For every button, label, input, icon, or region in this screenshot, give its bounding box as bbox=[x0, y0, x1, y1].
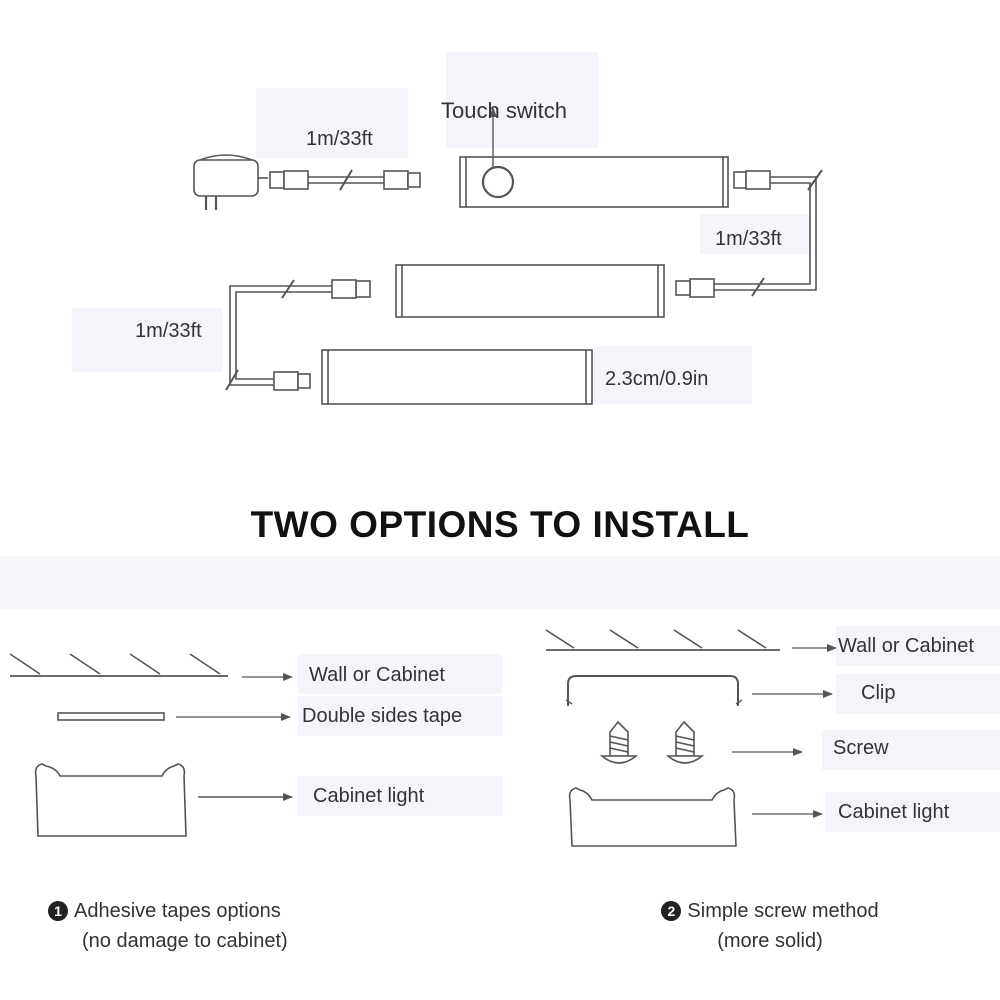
label-panel bbox=[72, 308, 222, 372]
option2-caption-line2: (more solid) bbox=[717, 930, 823, 952]
label-panel bbox=[700, 214, 810, 254]
label-panel bbox=[826, 792, 1000, 832]
install-title: TWO OPTIONS TO INSTALL bbox=[250, 504, 750, 545]
tape-icon bbox=[57, 712, 165, 721]
option1-caption: 1 Adhesive tapes options (no damage to ca… bbox=[48, 896, 288, 956]
light-bar-1 bbox=[459, 107, 729, 208]
label-panel bbox=[836, 626, 1000, 666]
option1-cabinet-light-icon bbox=[34, 763, 187, 837]
option1-wall-icon bbox=[9, 653, 228, 677]
screw-icon bbox=[665, 720, 705, 764]
cable-length-label-1: 1m/33ft bbox=[306, 128, 373, 150]
label-panel bbox=[594, 346, 752, 404]
option2-cabinet-light-icon bbox=[568, 787, 737, 847]
label-panel bbox=[446, 52, 598, 148]
option2-number-badge: 2 bbox=[661, 901, 682, 921]
label-panel bbox=[298, 696, 502, 736]
option2-caption-line1: Simple screw method bbox=[687, 900, 879, 922]
option2-light-label: Cabinet light bbox=[838, 801, 950, 823]
power-adapter-icon bbox=[193, 154, 268, 210]
cable-1 bbox=[269, 169, 421, 191]
option2-clip-label: Clip bbox=[861, 682, 896, 704]
label-panel bbox=[0, 556, 1000, 610]
cable-length-label-2: 1m/33ft bbox=[715, 228, 782, 250]
label-panel bbox=[836, 674, 1000, 714]
label-panel bbox=[298, 776, 502, 816]
screw-icon bbox=[599, 720, 639, 764]
label-panel bbox=[256, 88, 408, 158]
touch-switch-icon bbox=[481, 165, 515, 199]
option2-wall-label: Wall or Cabinet bbox=[838, 635, 974, 657]
option1-wall-label: Wall or Cabinet bbox=[309, 664, 445, 686]
clip-icon bbox=[565, 675, 743, 706]
option1-light-label: Cabinet light bbox=[313, 785, 425, 807]
cable-2 bbox=[675, 169, 823, 298]
height-label: 2.3cm/0.9in bbox=[605, 368, 709, 390]
touch-switch-label: Touch switch bbox=[441, 98, 567, 123]
label-panel bbox=[822, 730, 1000, 770]
label-panel bbox=[298, 654, 502, 694]
light-bar-3 bbox=[321, 349, 593, 405]
option2-wall-icon bbox=[545, 629, 780, 651]
option1-tape-label: Double sides tape bbox=[302, 705, 463, 727]
cable-3 bbox=[225, 279, 371, 391]
light-bar-2 bbox=[395, 264, 665, 318]
option1-caption-line2: (no damage to cabinet) bbox=[82, 930, 288, 952]
cable-length-label-3: 1m/33ft bbox=[135, 320, 202, 342]
option2-screw-label: Screw bbox=[833, 737, 889, 759]
option1-caption-line1: Adhesive tapes options bbox=[74, 900, 281, 922]
option1-number-badge: 1 bbox=[48, 901, 68, 921]
